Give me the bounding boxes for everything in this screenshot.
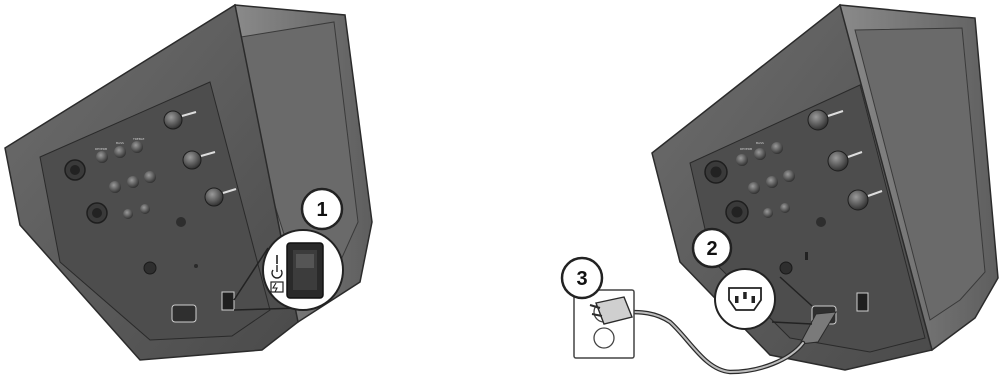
volume-knob-r3 (847, 189, 869, 211)
volume-knob-2 (182, 150, 202, 170)
wall-plug (595, 296, 633, 325)
plug-connector (799, 311, 837, 345)
volume-knob-r2 (827, 150, 849, 172)
power-symbol-icon (271, 265, 283, 279)
svg-text:REVERB: REVERB (95, 147, 107, 151)
volume-knob-3 (204, 187, 224, 207)
volume-knob-1 (163, 110, 183, 130)
standby-icon (270, 281, 284, 293)
svg-text:BASS: BASS (756, 141, 764, 145)
svg-text:REVERB: REVERB (740, 147, 752, 151)
power-switch-left (221, 291, 235, 311)
knob-treble-1 (131, 141, 143, 153)
knob-treble-3 (140, 204, 150, 214)
step-badge-1: 1 (300, 187, 344, 231)
knob-reverb-1 (96, 151, 108, 163)
knob-bass-1 (114, 146, 126, 158)
power-inlet-left (171, 304, 197, 323)
speaker-left: REVERB BASS TREBLE (4, 3, 373, 361)
callout-power-switch (233, 229, 344, 311)
step-number-1: 1 (316, 199, 327, 221)
knob-bass-3 (123, 209, 133, 219)
wall-outlet-icon (573, 289, 635, 359)
step-badge-2: 2 (691, 227, 733, 269)
volume-knob-r1 (807, 109, 829, 131)
callout-power-inlet (714, 268, 813, 330)
knob-reverb-2 (109, 181, 121, 193)
step-number-2: 2 (706, 238, 717, 260)
iec-power-inlet-icon (728, 287, 762, 311)
power-switch-right (856, 292, 869, 312)
aux-jack (143, 261, 157, 275)
knob-treble-2 (144, 171, 156, 183)
step-number-3: 3 (576, 268, 587, 290)
aux-jack-r (779, 261, 793, 275)
knob-bass-2 (127, 176, 139, 188)
svg-text:BASS: BASS (116, 141, 124, 145)
step-badge-3: 3 (560, 256, 604, 300)
svg-text:TREBLE: TREBLE (132, 137, 145, 141)
speaker-left-panel (39, 81, 271, 341)
speaker-right: REVERB BASS (651, 3, 999, 371)
